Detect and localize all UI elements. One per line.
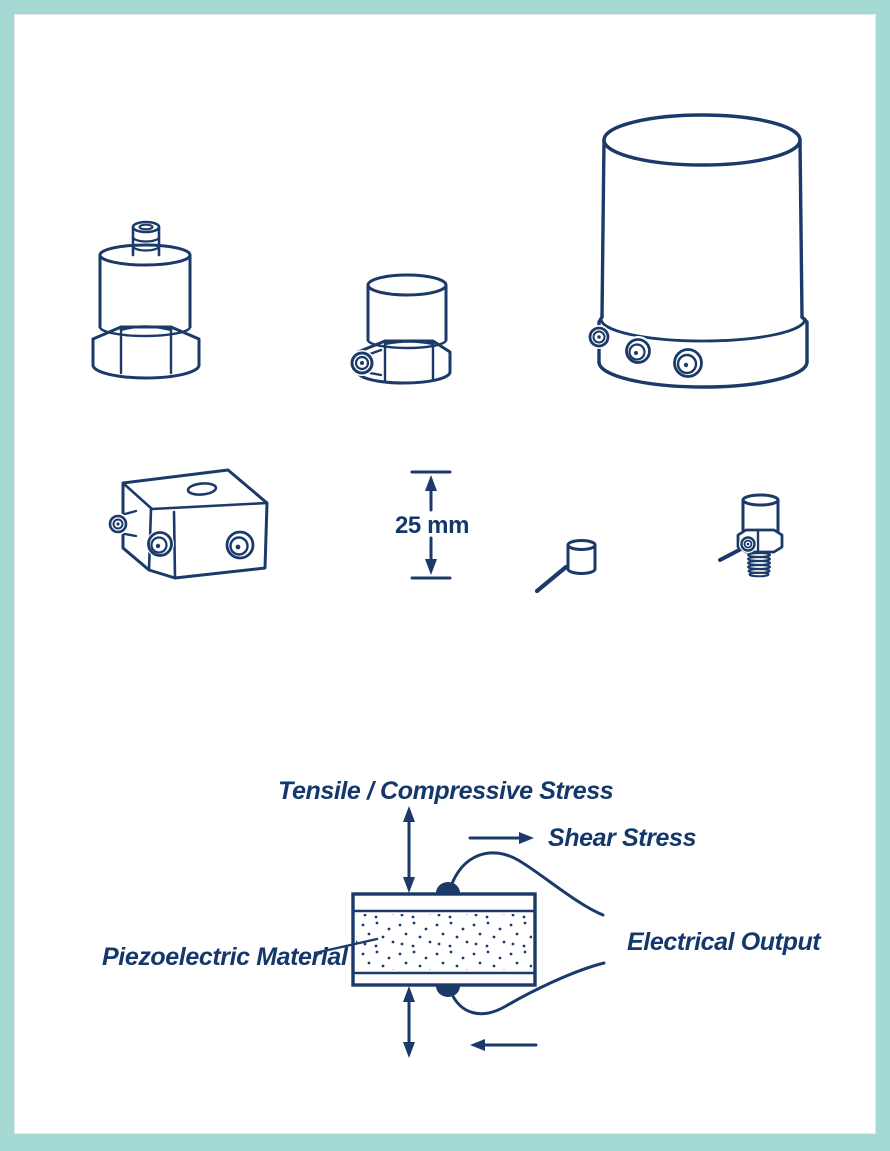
- tensile-compressive-stress-label: Tensile / Compressive Stress: [278, 777, 614, 805]
- shear-stress-label: Shear Stress: [548, 824, 697, 852]
- screw-mount-accelerometer-illustration: [718, 493, 784, 578]
- compression-accelerometer-illustration: [91, 220, 201, 380]
- shear-accelerometer-illustration: [349, 273, 452, 385]
- triaxial-block-accelerometer-illustration: [107, 468, 269, 580]
- piezoelectric-material-sandwich-illustration: [313, 806, 606, 1058]
- large-triaxial-accelerometer-illustration: [587, 113, 809, 389]
- diagram-canvas: 25 mm: [14, 14, 876, 1134]
- scale-dimension-arrow: [410, 470, 452, 580]
- electrical-output-label: Electrical Output: [627, 928, 821, 956]
- scale-label: 25 mm: [394, 512, 470, 539]
- piezoelectric-material-label: Piezoelectric Material: [102, 943, 348, 971]
- miniature-accelerometer-with-cable-illustration: [534, 539, 597, 594]
